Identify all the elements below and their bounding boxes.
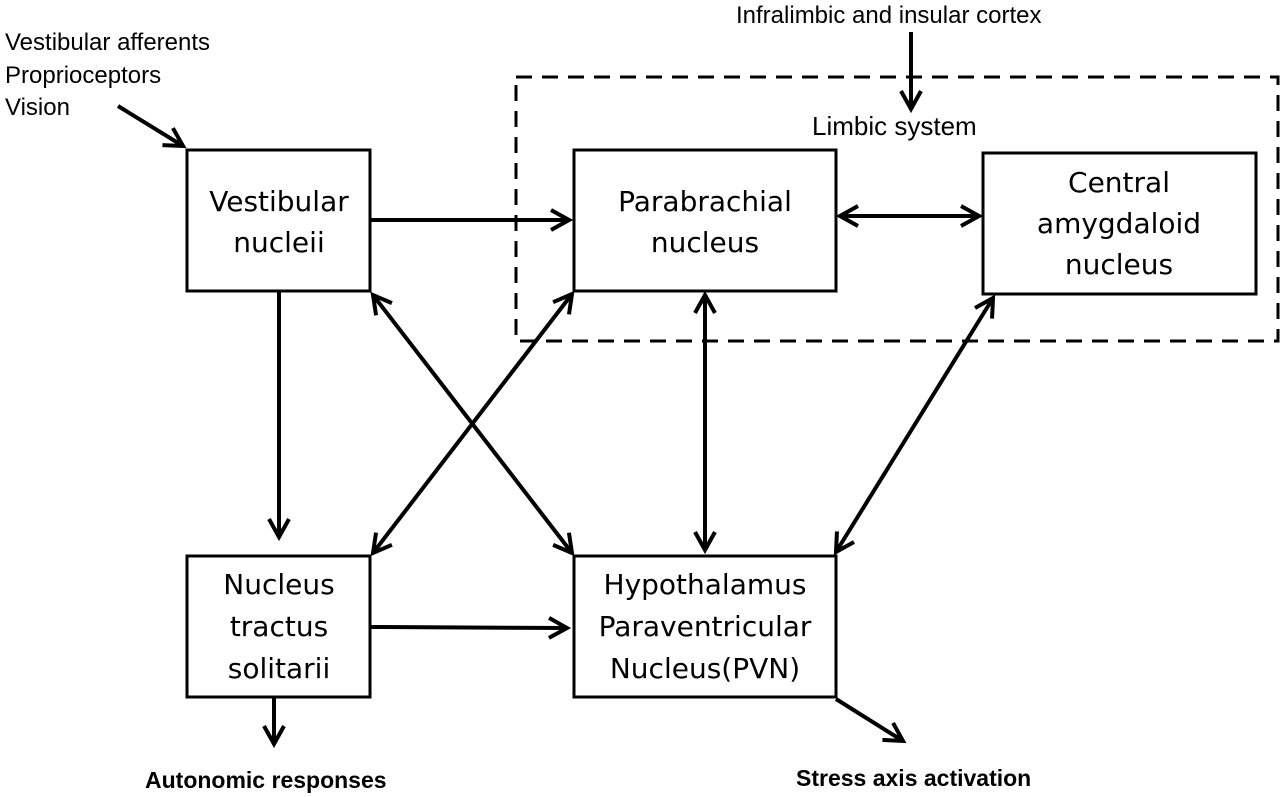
output-stress-axis-activation: Stress axis activation: [796, 765, 1031, 791]
node-vestibular-line1: Vestibular: [209, 185, 349, 218]
node-nts-line1: Nucleus: [223, 568, 334, 601]
node-hypothalamus-pvn: Hypothalamus Paraventricular Nucleus(PVN…: [572, 554, 838, 699]
node-vestibular-line2: nucleii: [233, 226, 324, 259]
node-nucleus-tractus-solitarii: Nucleus tractus solitarii: [185, 554, 372, 699]
node-pvn-line3: Nucleus(PVN): [610, 652, 800, 685]
node-pvn-line1: Hypothalamus: [604, 568, 807, 601]
limbic-system-label: Limbic system: [812, 111, 977, 141]
edge-nts-to-pvn: [369, 627, 567, 628]
node-parabrachial-line1: Parabrachial: [618, 185, 792, 218]
edge-sensory-to-vestibular: [116, 104, 183, 146]
node-vestibular-nucleii: Vestibular nucleii: [185, 148, 372, 293]
node-nts-line2: tractus: [230, 610, 328, 643]
input-infralimbic-insular-cortex: Infralimbic and insular cortex: [736, 2, 1041, 29]
input-proprioceptors: Proprioceptors: [5, 62, 161, 89]
node-nts-line3: solitarii: [228, 652, 330, 685]
node-parabrachial-line2: nucleus: [651, 226, 759, 259]
node-amygdala-line3: nucleus: [1065, 248, 1173, 281]
node-amygdala-line2: amygdaloid: [1037, 207, 1201, 240]
edge-pvn-to-stress: [834, 697, 903, 741]
node-parabrachial-nucleus: Parabrachial nucleus: [572, 148, 838, 293]
node-amygdala-line1: Central: [1068, 166, 1170, 199]
edge-amygdala-pvn: [836, 298, 993, 552]
output-autonomic-responses: Autonomic responses: [145, 767, 387, 793]
node-pvn-line2: Paraventricular: [599, 610, 812, 643]
input-vision: Vision: [5, 94, 70, 121]
edge-parabrachial-nts: [373, 294, 572, 553]
input-vestibular-afferents: Vestibular afferents: [5, 29, 210, 56]
node-central-amygdaloid-nucleus: Central amygdaloid nucleus: [981, 151, 1258, 296]
